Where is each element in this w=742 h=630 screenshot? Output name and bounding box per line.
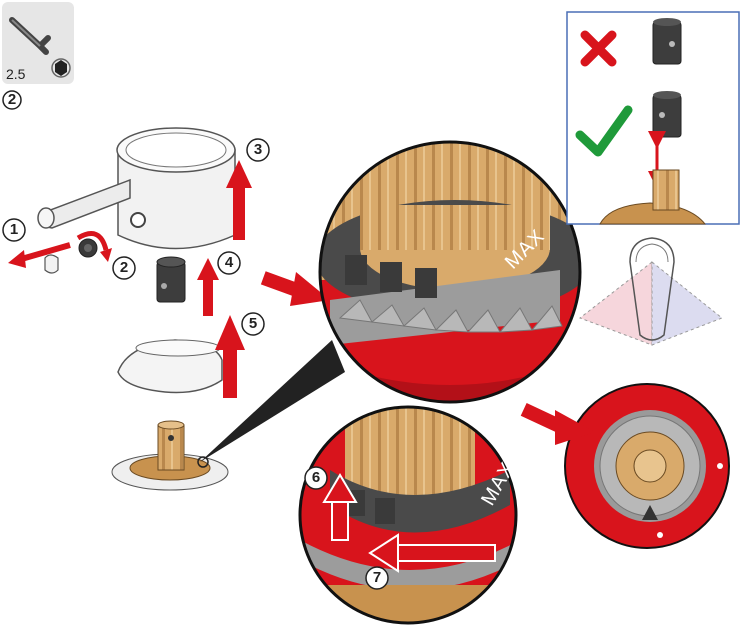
arrow-step-1 (17, 242, 71, 263)
step-label-4: 4 (224, 254, 234, 271)
grinder-handle (37, 127, 236, 250)
step-badge-tool (2, 90, 22, 110)
screw (44, 238, 98, 274)
check-icon (575, 105, 633, 157)
base-spindle (111, 420, 229, 491)
hex-socket-icon (55, 60, 67, 76)
arrow-step-2 (76, 231, 109, 251)
tool-size-label: 2.5 (6, 66, 26, 82)
arrow-into-right-zoom (520, 403, 595, 445)
step-label-3: 3 (253, 141, 263, 158)
trim-ring (117, 339, 223, 394)
step-label-2: 2 (119, 259, 129, 276)
zoom-right (564, 383, 730, 549)
orientation-inset (566, 11, 740, 225)
step-label-6: 6 (311, 469, 321, 486)
arrow-step-4 (197, 258, 219, 316)
arrow-step-3 (226, 160, 252, 240)
arrow-into-zoom (260, 271, 330, 306)
cross-icon (580, 30, 617, 67)
step-label-5: 5 (248, 315, 258, 332)
zoom-callout-cone (200, 340, 345, 462)
arrow-step-5 (215, 315, 245, 398)
tool-step-label: 2 (7, 91, 17, 108)
tool-box (2, 2, 74, 84)
zoom-main: MAX (318, 140, 582, 404)
coupler-part (156, 256, 186, 303)
step-label-1: 1 (9, 221, 19, 238)
pin-alignment-diagram (578, 237, 723, 346)
step-label-7: 7 (372, 569, 382, 586)
zoom-bottom: MAX (298, 405, 519, 625)
